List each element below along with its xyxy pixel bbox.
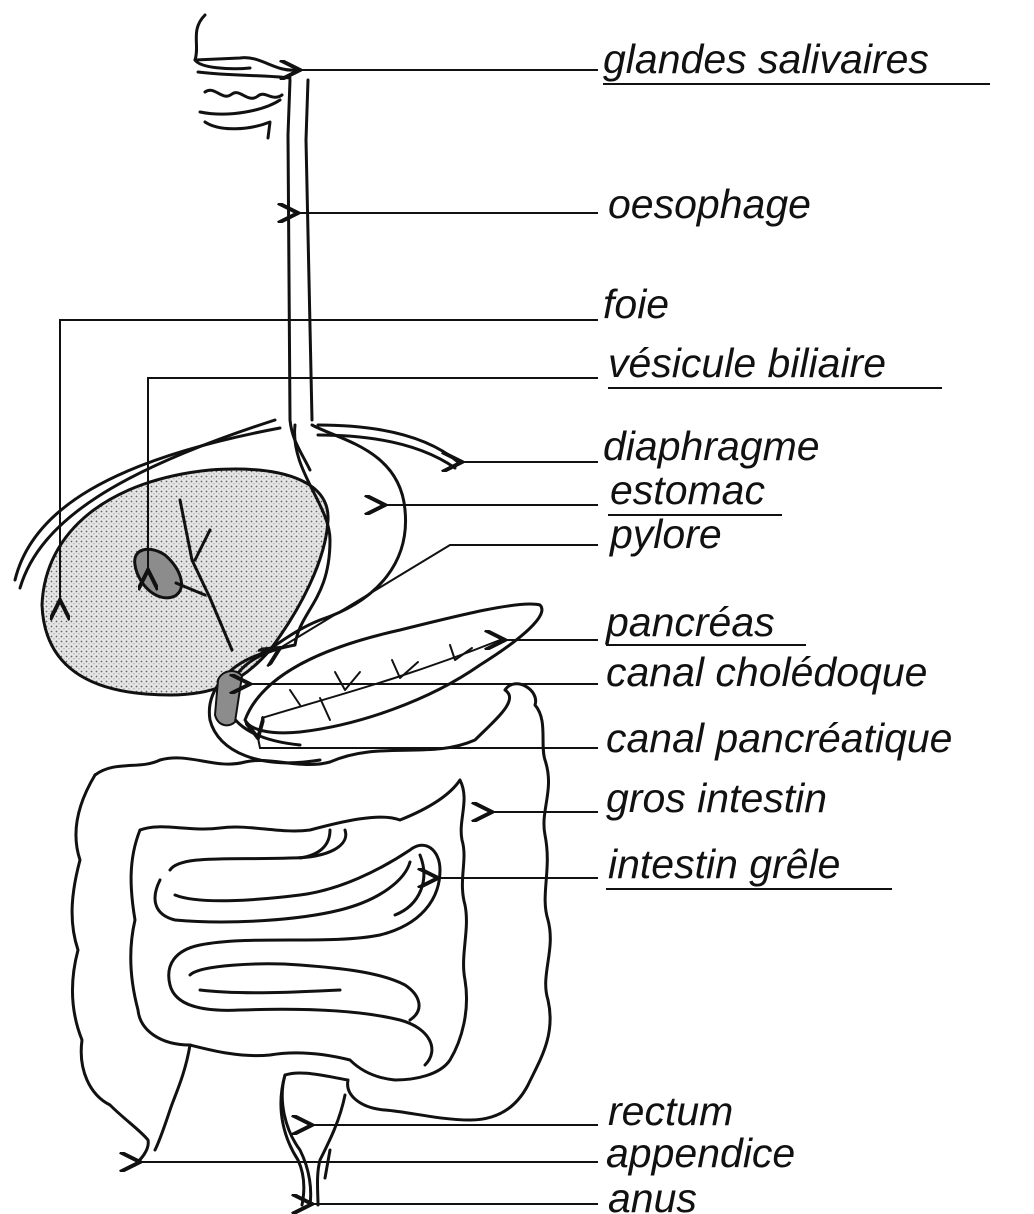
label-estomac: estomac — [610, 467, 765, 513]
rectum-shape — [281, 1075, 345, 1205]
labels: glandes salivaires oesophage foie vésicu… — [603, 36, 990, 1214]
small-intestine-shape — [155, 830, 440, 1065]
ascending-colon-shape — [72, 775, 148, 1165]
large-intestine-inner-shape — [140, 780, 467, 1080]
ascending-colon-inner-shape — [131, 830, 190, 1150]
duodenum-shading — [215, 671, 242, 725]
label-pylore: pylore — [608, 511, 722, 557]
label-gros-intestin: gros intestin — [606, 775, 827, 821]
label-vesicule-biliaire: vésicule biliaire — [608, 340, 886, 386]
label-anus: anus — [608, 1175, 697, 1214]
label-glandes-salivaires: glandes salivaires — [603, 36, 929, 82]
label-intestin-grele: intestin grêle — [608, 841, 840, 887]
label-canal-pancreatique: canal pancréatique — [606, 715, 952, 761]
salivary-glands-shape — [195, 15, 295, 138]
pancreatic-duct-branches — [262, 640, 500, 720]
label-rectum: rectum — [608, 1088, 733, 1134]
label-appendice: appendice — [606, 1130, 795, 1176]
liver-shape — [42, 469, 328, 695]
leader-canal-pancreatique — [258, 738, 598, 748]
label-oesophage: oesophage — [608, 181, 811, 227]
label-foie: foie — [603, 281, 669, 327]
organs — [15, 15, 550, 1205]
label-pancreas: pancréas — [604, 599, 775, 645]
label-diaphragme: diaphragme — [603, 423, 820, 469]
oesophagus-shape — [288, 80, 312, 470]
label-canal-choledoque: canal cholédoque — [606, 649, 927, 695]
